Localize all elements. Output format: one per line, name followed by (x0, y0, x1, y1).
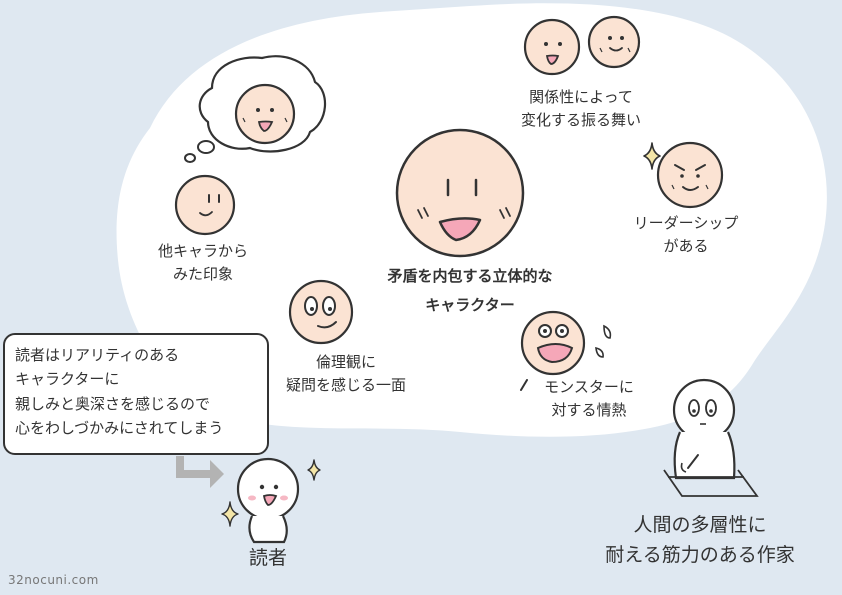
watermark: 32nocuni.com (8, 573, 99, 587)
trait-impression-label: 他キャラから みた印象 (157, 242, 248, 284)
trait-leadership-label: リーダーシップ がある (633, 214, 739, 256)
trait-relationship-label: 関係性によって 変化する振る舞い (520, 88, 641, 130)
author-label: 人間の多層性に 耐える筋力のある作家 (605, 514, 795, 567)
trait-monster-label: モンスターに 対する情熱 (544, 378, 634, 420)
center-label: 矛盾を内包する立体的な キャラクター (387, 267, 553, 314)
reader-label: 読者 (248, 547, 287, 569)
trait-ethics-label: 倫理観に 疑問を感じる一面 (285, 353, 406, 395)
reader-speech-box: 読者はリアリティのある キャラクターに 親しみと奥深さを感じるので 心をわしづか… (3, 333, 269, 455)
